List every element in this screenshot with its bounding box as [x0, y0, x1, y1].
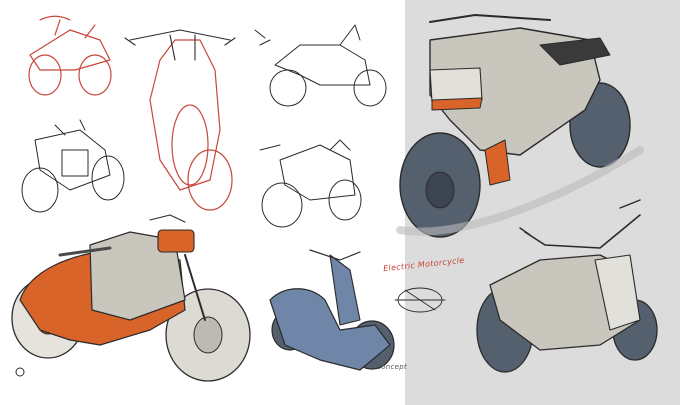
- rendered-orange-motorcycle: [11, 214, 251, 382]
- small-detail-sketch: [394, 287, 446, 313]
- grey-handwritten-caption: Concept: [376, 363, 408, 371]
- rendered-blue-scooter: [269, 249, 395, 371]
- black-handlebar-sketch: [124, 29, 236, 61]
- line-sketch-scrambler: [259, 139, 362, 228]
- red-sketch-bike-small: [28, 15, 112, 96]
- line-sketch-naked-bike: [254, 24, 387, 107]
- rendered-grey-motorcycle-front: [396, 14, 644, 238]
- rendered-grey-motorcycle-rear: [476, 199, 658, 373]
- red-sketch-bike-tall: [149, 39, 233, 211]
- line-sketch-adventure-bike: [21, 119, 125, 213]
